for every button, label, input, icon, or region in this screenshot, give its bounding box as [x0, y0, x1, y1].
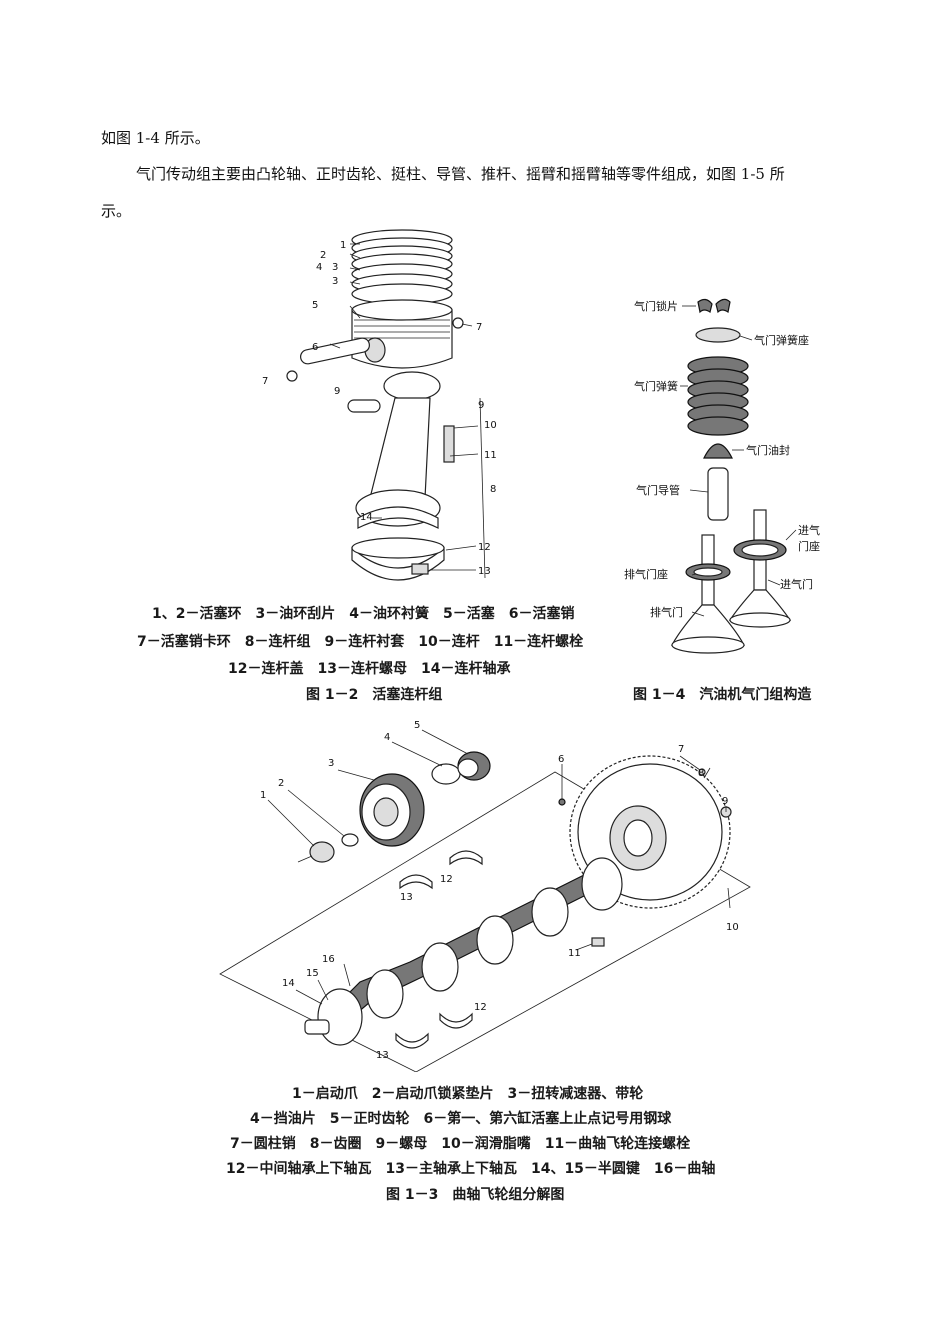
- label-intake-valve: 进气门: [780, 577, 813, 591]
- damper-pulley: [359, 773, 425, 847]
- fig13-label-15: 15: [306, 968, 319, 979]
- fig13-legend-line-3: 7－圆柱销 8－齿圈 9－螺母 10－润滑脂嘴 11－曲轴飞轮连接螺栓: [230, 1136, 691, 1152]
- timing-gear: [457, 751, 491, 781]
- fig12-label-3a: 3: [332, 262, 338, 273]
- fig13-label-13a: 13: [400, 892, 413, 903]
- leader-lines: [267, 729, 731, 1005]
- connecting-rod: [355, 371, 441, 527]
- piston: [351, 299, 453, 369]
- fig12-label-13: 13: [478, 566, 491, 577]
- valve-guide: [707, 467, 729, 521]
- fig13-label-14: 14: [282, 978, 295, 989]
- fig13-label-7: 7: [678, 744, 684, 755]
- bearing-shell-13b: [395, 1032, 429, 1049]
- text-line-1: 如图 1-4 所示。: [101, 129, 210, 147]
- fig12-legend-line-1: 1、2－活塞环 3－油环刮片 4－油环衬簧 5－活塞 6－活塞销: [152, 606, 575, 622]
- fig14-caption: 图 1－4 汽油机气门组构造: [633, 687, 812, 703]
- figure-1-4-valve-group-drawing: 气门锁片 气门弹簧座 气门弹簧 气门油封 气门导管 进气 门座 排气门座 进气门…: [624, 298, 820, 654]
- fig13-label-8: 8: [698, 768, 704, 779]
- fig13-label-12b: 12: [474, 1002, 487, 1013]
- label-intake-seat-2: 门座: [798, 539, 820, 553]
- fig13-label-3: 3: [328, 758, 334, 769]
- oil-deflector: [431, 763, 461, 785]
- label-valve-guide: 气门导管: [636, 483, 680, 497]
- bearing-shell-12a: [449, 850, 483, 866]
- fig12-label-10: 10: [484, 420, 497, 431]
- fig13-label-9: 9: [722, 796, 728, 807]
- fig13-label-1: 1: [260, 790, 266, 801]
- figure-1-3-crankshaft-drawing: 1 2 3 4 5 6 7 8 9 10 11 12 13 12 13 14 1…: [219, 720, 751, 1072]
- fig12-label-3b: 3: [332, 276, 338, 287]
- fig13-label-5: 5: [414, 720, 420, 731]
- fig13-legend-line-1: 1－启动爪 2－启动爪锁紧垫片 3－扭转减速器、带轮: [292, 1086, 644, 1102]
- cylinder-pin: [698, 768, 706, 776]
- label-oil-seal: 气门油封: [746, 443, 790, 457]
- fig13-caption: 图 1－3 曲轴飞轮组分解图: [386, 1187, 565, 1203]
- fig13-legend-line-4: 12－中间轴承上下轴瓦 13－主轴承上下轴瓦 14、15－半圆键 16－曲轴: [226, 1161, 716, 1177]
- lock-washer: [341, 833, 359, 847]
- text-line-3: 示。: [101, 202, 132, 220]
- figure-1-2-piston-rod-drawing: 1 2 4 3 3 5 6 7 7 9 9 10 11 8 14 12 13: [262, 229, 497, 581]
- leader-lines: [329, 243, 486, 579]
- piston-rings: [351, 229, 453, 305]
- rod-bearing: [357, 506, 439, 529]
- valve-spring: [687, 356, 749, 436]
- starting-claw: [297, 841, 335, 863]
- fig13-label-10: 10: [726, 922, 739, 933]
- bearing-shell-12b: [439, 1012, 473, 1029]
- fig12-label-5: 5: [312, 300, 318, 311]
- rod-cap: [351, 537, 445, 581]
- fig12-label-11: 11: [484, 450, 497, 461]
- piston-pin: [300, 337, 370, 365]
- valve-oil-seal: [703, 443, 733, 459]
- fig13-legend-line-2: 4－挡油片 5－正时齿轮 6－第一、第六缸活塞上止点记号用钢球: [250, 1111, 672, 1127]
- crankshaft: [304, 857, 623, 1046]
- label-valve-lock: 气门锁片: [634, 299, 678, 313]
- bearing-shell-13a: [399, 874, 433, 890]
- fig12-label-7b: 7: [262, 376, 268, 387]
- label-intake-seat-1: 进气: [798, 523, 820, 537]
- fig13-label-16: 16: [322, 954, 335, 965]
- fig13-label-12a: 12: [440, 874, 453, 885]
- fig12-label-7a: 7: [476, 322, 482, 333]
- fig12-label-9a: 9: [334, 386, 340, 397]
- text-line-2: 气门传动组主要由凸轮轴、正时齿轮、挺柱、导管、推杆、摇臂和摇臂轴等零件组成，如图…: [136, 165, 785, 183]
- fig12-label-6: 6: [312, 342, 318, 353]
- fig13-label-2: 2: [278, 778, 284, 789]
- fig13-label-11: 11: [568, 948, 581, 959]
- valve-lock-icon: [697, 298, 713, 314]
- fig12-label-4: 4: [316, 262, 322, 273]
- fig12-label-12: 12: [478, 542, 491, 553]
- fig12-label-14: 14: [360, 512, 373, 523]
- fig12-label-2: 2: [320, 250, 326, 261]
- spring-seat: [695, 327, 741, 343]
- label-spring-seat: 气门弹簧座: [754, 333, 809, 347]
- fig12-legend-line-3: 12－连杆盖 13－连杆螺母 14－连杆轴承: [228, 661, 511, 677]
- exhaust-valve: [670, 534, 746, 654]
- rod-nut: [411, 563, 429, 575]
- label-valve-spring: 气门弹簧: [634, 379, 678, 393]
- fig12-label-1: 1: [340, 240, 346, 251]
- fig12-legend-line-2: 7－活塞销卡环 8－连杆组 9－连杆衬套 10－连杆 11－连杆螺栓: [137, 634, 584, 650]
- rod-bolt: [443, 425, 455, 463]
- fig12-label-8: 8: [490, 484, 496, 495]
- label-exhaust-valve: 排气门: [650, 605, 683, 619]
- fig13-label-4: 4: [384, 732, 390, 743]
- fig13-label-13b: 13: [376, 1050, 389, 1061]
- fig12-caption: 图 1－2 活塞连杆组: [306, 687, 443, 703]
- label-exhaust-seat: 排气门座: [624, 567, 668, 581]
- fig12-label-9b: 9: [478, 400, 484, 411]
- fig13-label-6: 6: [558, 754, 564, 765]
- intake-valve: [728, 509, 792, 628]
- flywheel-bolt: [591, 937, 605, 947]
- rod-bushing: [347, 399, 381, 413]
- piston-pin-circlips: [286, 317, 464, 382]
